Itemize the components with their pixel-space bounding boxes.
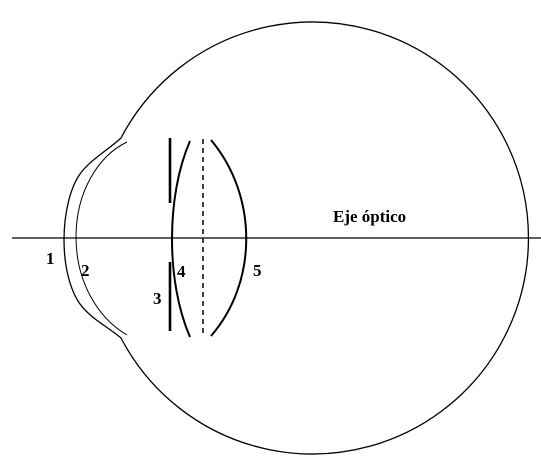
cornea-inner-surface [75, 141, 128, 336]
lens-front-surface [171, 140, 191, 338]
label-5: 5 [253, 261, 262, 280]
optical-axis-label: Eje óptico [333, 207, 406, 226]
lens-back-surface [210, 139, 248, 337]
label-3: 3 [153, 289, 162, 308]
label-1: 1 [46, 249, 55, 268]
label-4: 4 [177, 262, 186, 281]
label-2: 2 [81, 261, 90, 280]
eye-outline [63, 21, 530, 455]
